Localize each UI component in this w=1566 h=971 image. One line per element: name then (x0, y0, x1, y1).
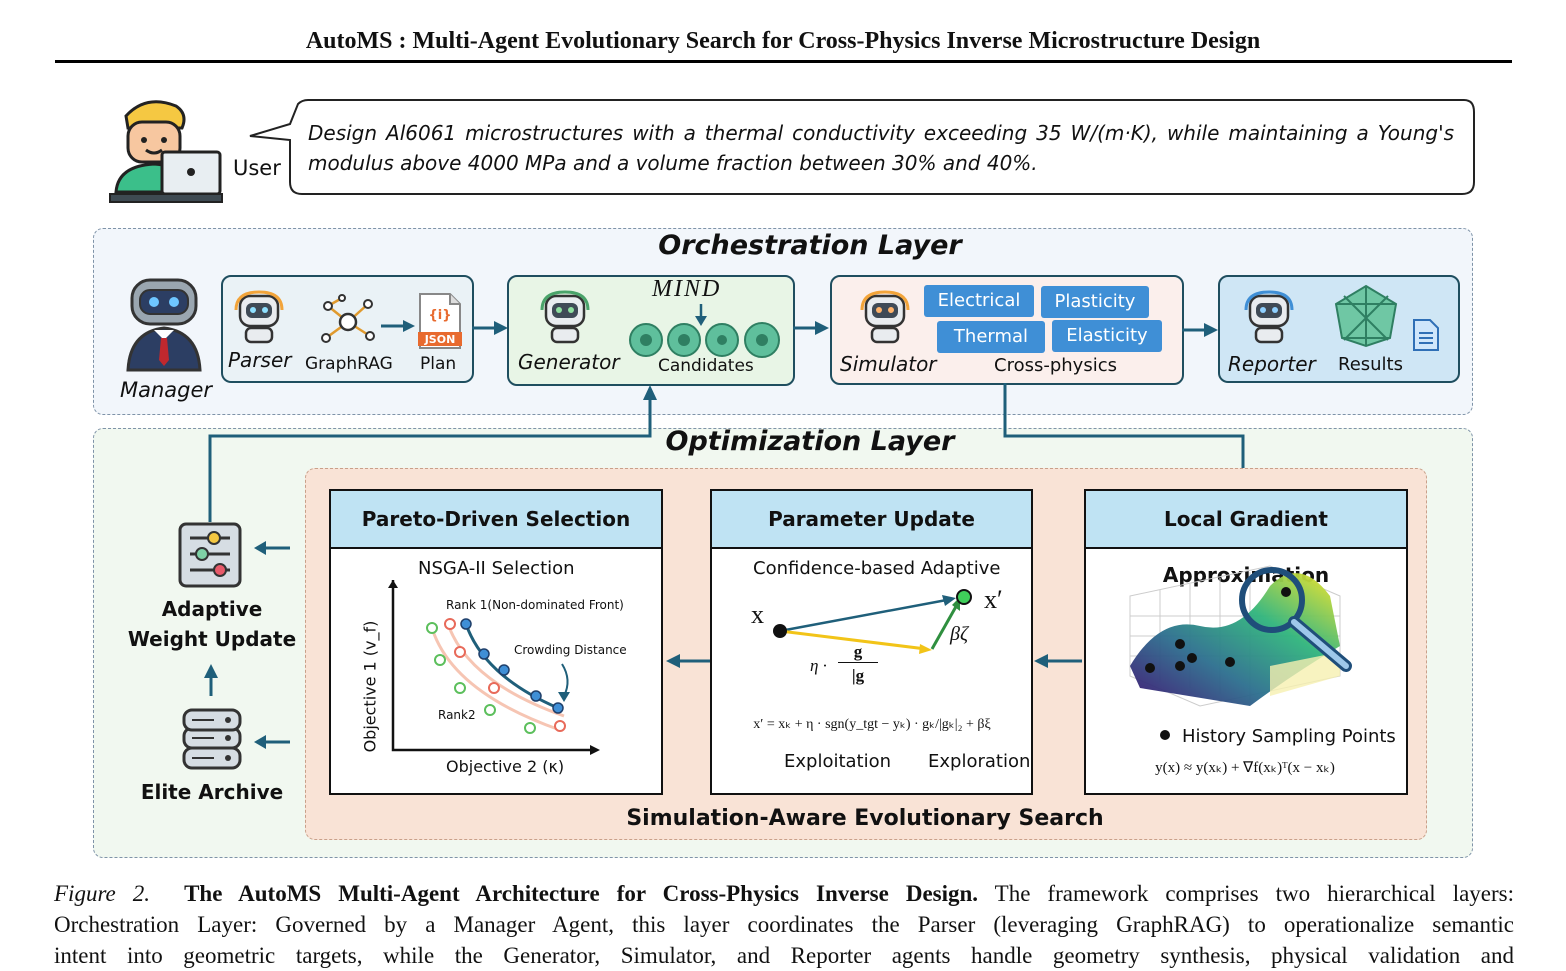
tag-thermal: Thermal (937, 321, 1045, 353)
pareto-panel-title: Pareto-Driven Selection (331, 491, 661, 549)
figure-number: Figure 2. (54, 881, 151, 906)
gradient-approximation-panel: Local Gradient Approximation (1084, 489, 1408, 795)
param-to-pareto-arrow (666, 654, 710, 668)
parameter-update-vectors (773, 589, 972, 654)
simulator-label: Simulator (840, 352, 937, 376)
orch-arrow-1 (472, 321, 508, 335)
gradient-surface-plot (1129, 565, 1352, 707)
confidence-label: Confidence-based Adaptive (753, 558, 1001, 579)
generator-label: Generator (518, 350, 620, 374)
results-label: Results (1338, 354, 1403, 375)
paper-header-title: AutoMS : Multi-Agent Evolutionary Search… (305, 28, 1261, 54)
tag-elasticity: Elasticity (1052, 320, 1162, 352)
pareto-selection-panel: Pareto-Driven Selection (329, 489, 663, 795)
manager-robot-icon (126, 278, 202, 372)
exploitation-label: Exploitation (784, 751, 892, 772)
parser-label: Parser (228, 348, 292, 372)
layer-connector-arrows (204, 383, 1250, 749)
plan-label: Plan (420, 354, 457, 374)
eta-label: η · (810, 656, 827, 675)
caption-bold: The AutoMS Multi-Agent Architecture for … (184, 881, 979, 906)
tag-electrical: Electrical (924, 285, 1034, 317)
json-badge: JSON (424, 333, 456, 346)
orch-arrow-2 (793, 321, 829, 335)
adaptive-weight-sliders-icon (178, 522, 242, 588)
gradient-formula: y(x) ≈ y(xₖ) + ∇f(xₖ)ᵀ(x − xₖ) (1155, 760, 1335, 776)
json-file-icon (418, 293, 462, 349)
pareto-front-plot (388, 580, 600, 755)
user-prompt: Design Al6061 microstructures with a the… (308, 121, 1454, 175)
user-avatar-icon (109, 100, 223, 203)
caption-line-3: intent into geometric targets, while the… (54, 943, 1514, 968)
elite-archive-label: Elite Archive (140, 780, 284, 804)
evolutionary-search-title: Simulation-Aware Evolutionary Search (626, 806, 1104, 831)
cross-physics-label: Cross-physics (994, 355, 1117, 376)
history-points-label: History Sampling Points (1182, 726, 1396, 747)
pareto-ylabel: Objective 1 (v_f) (360, 620, 380, 753)
adaptive-weight-label: Adaptive Weight Update (127, 597, 297, 651)
beta-zeta-label: βζ (950, 623, 969, 645)
speech-bubble (249, 99, 1475, 195)
simulator-robot-icon (860, 290, 910, 344)
optimization-title: Optimization Layer (665, 426, 955, 457)
caption-text-1: The framework comprises two hierarchical… (978, 881, 1515, 906)
mind-label: MIND (652, 276, 722, 302)
figure-caption: Figure 2. The AutoMS Multi-Agent Archite… (54, 878, 1514, 971)
header-rule (55, 60, 1512, 63)
param-panel-title: Parameter Update (712, 491, 1031, 549)
report-document-icon (1413, 319, 1439, 351)
generator-robot-icon (540, 290, 590, 344)
update-formula: x′ = xₖ + η · sgn(y_tgt − yₖ) · gₖ/|gₖ|₂… (753, 717, 991, 732)
g-numerator: g (838, 642, 878, 663)
pareto-xlabel: Objective 2 (κ) (446, 757, 565, 776)
exploration-label: Exploration (928, 751, 1031, 772)
parser-arrow-icon (381, 320, 415, 332)
nsga-label: NSGA-II Selection (418, 558, 575, 579)
mind-arrow-icon (695, 304, 707, 326)
candidates-label: Candidates (658, 356, 754, 376)
graphrag-label: GraphRAG (305, 354, 393, 374)
graphrag-icon (321, 294, 375, 343)
candidate-microstructures-icon (629, 322, 780, 358)
reporter-label: Reporter (1228, 352, 1316, 376)
json-glyph: {i} (428, 308, 452, 323)
orch-arrow-3 (1182, 323, 1218, 337)
crowding-label: Crowding Distance (514, 643, 627, 657)
tag-plasticity: Plasticity (1041, 286, 1149, 318)
g-denominator: |g (851, 666, 865, 685)
x-prime-label: x′ (984, 585, 1003, 614)
caption-line-2: Orchestration Layer: Governed by a Manag… (54, 912, 1514, 937)
reporter-robot-icon (1244, 290, 1294, 344)
parser-robot-icon (234, 290, 284, 344)
manager-label: Manager (120, 378, 213, 402)
orchestration-title: Orchestration Layer (658, 230, 962, 261)
rank2-label: Rank2 (438, 708, 476, 722)
history-point-legend-icon (1160, 730, 1170, 740)
gradient-to-param-arrow (1034, 654, 1082, 668)
x-label: x (751, 600, 764, 629)
rank1-label: Rank 1(Non-dominated Front) (446, 598, 624, 612)
elite-archive-database-icon (182, 708, 242, 770)
gradient-panel-title: Local Gradient Approximation (1086, 491, 1406, 587)
user-label: User (233, 156, 281, 180)
result-structure-icon (1334, 284, 1398, 348)
